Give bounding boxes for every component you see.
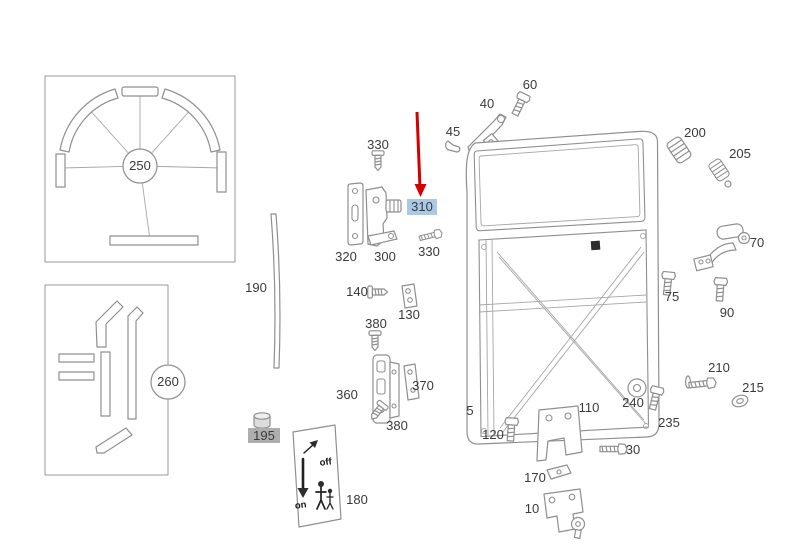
placard-down-arrow-icon (297, 457, 309, 498)
bolt-60 (508, 90, 532, 119)
screw-140 (367, 285, 389, 299)
placard-sheet (292, 424, 342, 528)
plate-130 (401, 283, 418, 309)
part-label-300[interactable]: 300 (374, 249, 396, 264)
seal-kit-box (44, 75, 236, 263)
clip-45 (445, 140, 461, 153)
part-label-310[interactable]: 310 (411, 199, 433, 214)
part-label-380-bottom[interactable]: 380 (386, 418, 408, 433)
seal-strips (55, 86, 227, 246)
part-label-130[interactable]: 130 (398, 307, 420, 322)
part-label-30[interactable]: 30 (626, 442, 640, 457)
bolt-90 (712, 276, 729, 303)
placard-off-label: off (319, 456, 333, 468)
part-label-5[interactable]: 5 (466, 403, 473, 418)
door-outline (465, 130, 660, 445)
screw-330-top (371, 150, 385, 172)
part-label-90[interactable]: 90 (720, 305, 734, 320)
cap-195-group: 195 (248, 412, 280, 443)
part-label-210[interactable]: 210 (708, 360, 730, 375)
part-label-240[interactable]: 240 (622, 395, 644, 410)
latch-back-plate (347, 182, 364, 246)
window-opening (473, 138, 646, 232)
cap-part-top (253, 412, 271, 420)
part-label-120[interactable]: 120 (482, 427, 504, 442)
part-label-370[interactable]: 370 (412, 378, 434, 393)
bolt-30 (599, 443, 628, 455)
callout-circle-260 (150, 364, 186, 400)
molding-strips (58, 300, 144, 454)
molding-kit-260-group: 260 (44, 284, 186, 476)
part-label-260[interactable]: 260 (157, 374, 179, 389)
bolt-210 (687, 376, 718, 391)
part-label-140[interactable]: 140 (346, 284, 368, 299)
door-cross-brace (496, 246, 647, 433)
part-label-190[interactable]: 190 (245, 280, 267, 295)
shim-170 (546, 464, 572, 480)
part-label-380-top[interactable]: 380 (365, 316, 387, 331)
adult-child-figures-icon (315, 481, 334, 510)
placard-unlock-arrow-icon (303, 440, 318, 454)
part-label-360[interactable]: 360 (336, 387, 358, 402)
screw-380-top (368, 330, 382, 352)
latch-assembly-group: 330 320 300 330 310 (335, 111, 444, 264)
part-label-110[interactable]: 110 (579, 400, 600, 415)
roller-205 (707, 157, 731, 183)
part-label-170[interactable]: 170 (524, 470, 546, 485)
pointer-arrow-shaft (415, 111, 422, 189)
latch-lower-arm (367, 230, 398, 246)
right-hardware-group: 200 205 70 75 90 210 215 240 235 (622, 125, 764, 430)
highlight-310[interactable] (407, 199, 437, 215)
bracket-110 (536, 405, 583, 462)
pointer-arrow-head (414, 184, 427, 197)
stud-330-right (418, 227, 444, 244)
part-label-330-top[interactable]: 330 (367, 137, 389, 152)
part-label-180[interactable]: 180 (346, 492, 368, 507)
guide-rail (270, 213, 281, 369)
part-label-205[interactable]: 205 (729, 146, 751, 161)
lower-lock-group: 380 360 370 380 (336, 316, 434, 433)
part-label-10[interactable]: 10 (525, 501, 539, 516)
part-label-215[interactable]: 215 (742, 380, 764, 395)
highlight-195[interactable] (248, 428, 280, 443)
small-fasteners-group: 140 130 (346, 283, 420, 322)
lower-hardware-group: 110 120 30 170 10 (482, 400, 640, 539)
bracket-10-roller (570, 516, 586, 532)
part-label-235[interactable]: 235 (658, 415, 680, 430)
door-panel-group: 5 (465, 130, 660, 445)
guide-rail-190-group: 190 (245, 213, 281, 369)
part-label-70[interactable]: 70 (750, 235, 764, 250)
lock-flange (389, 361, 400, 419)
seal-kit-250-group: 250 (44, 75, 236, 263)
door-latch-opening (590, 240, 601, 251)
part-label-60[interactable]: 60 (523, 77, 537, 92)
part-label-45[interactable]: 45 (446, 124, 460, 139)
nut-215 (731, 394, 749, 408)
roller-205-pin (724, 180, 732, 188)
placard-on-label: on (294, 499, 307, 511)
part-label-195[interactable]: 195 (253, 428, 275, 443)
hinge-70 (693, 223, 751, 272)
part-label-320[interactable]: 320 (335, 249, 357, 264)
part-label-250[interactable]: 250 (129, 158, 151, 173)
part-label-330-right[interactable]: 330 (418, 244, 440, 259)
bracket-10-pin (573, 528, 582, 539)
callout-circle-250 (122, 148, 158, 184)
part-label-75[interactable]: 75 (665, 289, 679, 304)
part-label-200[interactable]: 200 (684, 125, 706, 140)
placard-180-group: off on 180 (292, 424, 368, 528)
washer-240 (627, 378, 647, 398)
part-label-40[interactable]: 40 (480, 96, 494, 111)
